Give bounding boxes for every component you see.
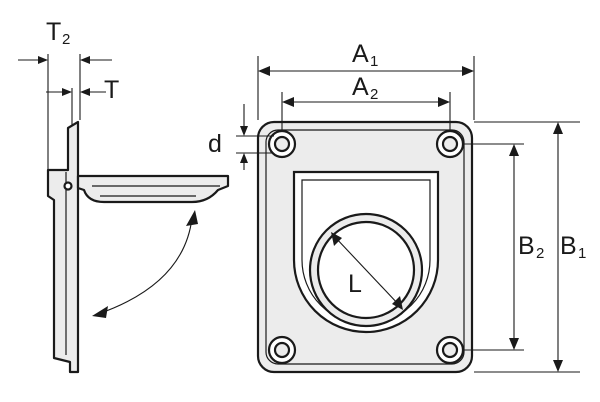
label-A2-main: A (352, 73, 369, 101)
mounting-hole-top-right (435, 129, 465, 159)
label-T-main: T (104, 76, 119, 104)
label-B2-sub: 2 (536, 245, 544, 262)
mounting-hole-bottom-right (435, 335, 465, 365)
label-T2-main: T (46, 18, 61, 46)
label-A1-sub: 1 (370, 53, 378, 70)
side-plate (46, 120, 80, 374)
label-A2-sub: 2 (370, 86, 378, 103)
L-dimension-line (333, 235, 401, 307)
side-handle (76, 174, 230, 204)
rotation-arc (97, 217, 193, 315)
label-B1-main: B (560, 232, 577, 260)
label-A1: A 1 (352, 40, 378, 70)
label-L-main: L (348, 270, 362, 298)
side-rivet (63, 181, 73, 191)
label-L: L (348, 270, 362, 298)
label-d-main: d (208, 130, 222, 158)
label-T: T (104, 76, 119, 104)
label-A1-main: A (352, 40, 369, 68)
label-A2: A 2 (352, 73, 378, 103)
label-B2: B 2 (518, 232, 544, 262)
label-B1: B 1 (560, 232, 586, 262)
mounting-hole-top-left (267, 129, 297, 159)
label-B2-main: B (518, 232, 535, 260)
front-view (236, 56, 580, 374)
label-B1-sub: 1 (578, 245, 586, 262)
rotation-arrowhead-bottom (92, 306, 108, 318)
mounting-hole-bottom-left (267, 335, 297, 365)
label-T2-sub: 2 (62, 31, 70, 48)
label-T2: T 2 (46, 18, 70, 48)
side-view (18, 54, 230, 374)
rotation-arrowhead-top (186, 210, 198, 226)
label-d: d (208, 130, 222, 158)
